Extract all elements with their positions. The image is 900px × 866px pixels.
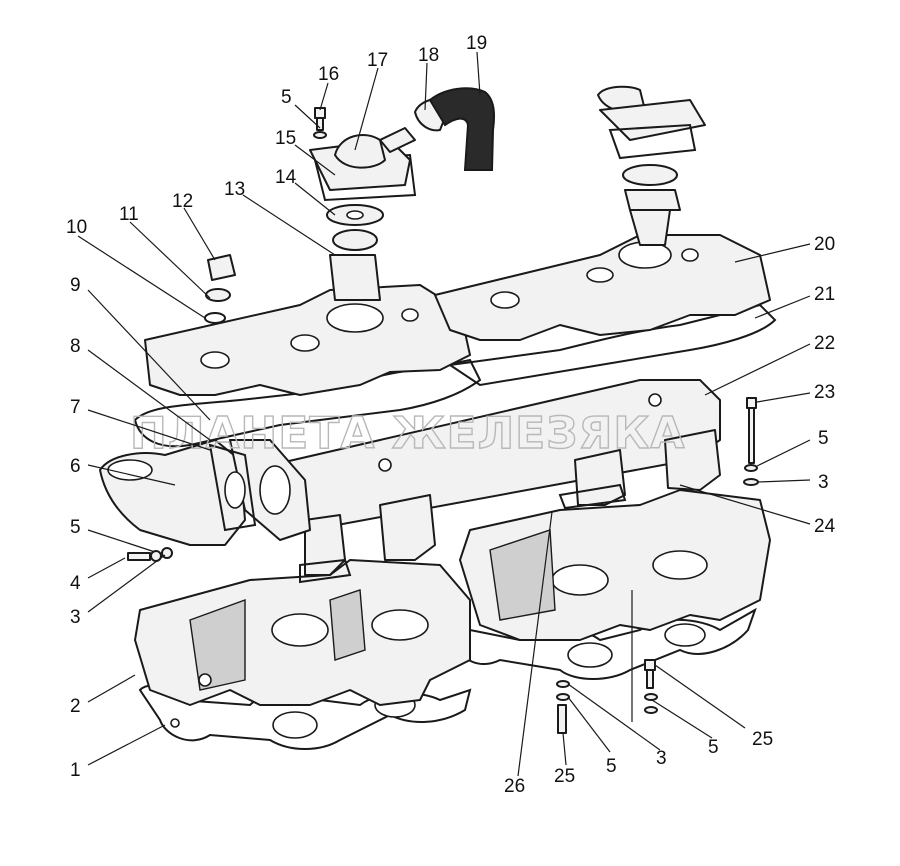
- callout-1: 1: [70, 760, 81, 781]
- callout-4: 4: [70, 573, 81, 594]
- outlet-elbow: [99, 439, 311, 546]
- callout-6: 6: [70, 456, 81, 477]
- callout-23: 23: [814, 382, 835, 403]
- callout-16: 16: [318, 64, 339, 85]
- callout-7: 7: [70, 397, 81, 418]
- callout-3: 3: [818, 472, 829, 493]
- callout-5: 5: [606, 756, 617, 777]
- breather-stack-left: [309, 127, 417, 301]
- intake-manifold-right: [459, 489, 771, 641]
- valve-cover-left: [144, 284, 471, 396]
- callout-8: 8: [70, 336, 81, 357]
- callout-25: 25: [554, 766, 575, 787]
- bolt-25-left: [556, 680, 570, 734]
- callout-2: 2: [70, 696, 81, 717]
- bolt-23: [743, 397, 759, 486]
- valve-cover-right: [434, 234, 771, 341]
- leader-lines: [77, 51, 811, 777]
- callout-13: 13: [224, 179, 245, 200]
- callout-5: 5: [70, 517, 81, 538]
- breather-hose: [414, 87, 495, 171]
- callout-24: 24: [814, 516, 836, 537]
- callout-22: 22: [814, 333, 835, 354]
- callout-26: 26: [504, 776, 525, 797]
- bolt-16: [313, 107, 327, 139]
- callout-14: 14: [275, 167, 297, 188]
- callout-17: 17: [367, 50, 388, 71]
- breather-stack-right: [597, 85, 706, 246]
- callout-5: 5: [818, 428, 829, 449]
- watermark: ПЛАНЕТА ЖЕЛЕЗЯКА: [130, 408, 685, 459]
- intake-manifold-left: [134, 559, 471, 706]
- callout-19: 19: [466, 33, 487, 54]
- plug-12: [204, 254, 236, 324]
- callout-11: 11: [119, 204, 139, 225]
- callout-9: 9: [70, 275, 81, 296]
- callout-3: 3: [70, 607, 81, 628]
- callout-5: 5: [708, 737, 719, 758]
- callout-5: 5: [281, 87, 292, 108]
- callout-21: 21: [814, 284, 835, 305]
- callout-12: 12: [172, 191, 193, 212]
- callout-labels: 1 2 3 4 5 6 7 8 9 10 11 12 13 14 15 5 16…: [66, 33, 836, 797]
- callout-15: 15: [275, 128, 296, 149]
- callout-20: 20: [814, 234, 835, 255]
- callout-25: 25: [752, 729, 773, 750]
- callout-10: 10: [66, 217, 87, 238]
- exhaust-manifold: [249, 379, 721, 584]
- bolt-25-right: [644, 659, 658, 714]
- callout-3: 3: [656, 748, 667, 769]
- callout-18: 18: [418, 45, 439, 66]
